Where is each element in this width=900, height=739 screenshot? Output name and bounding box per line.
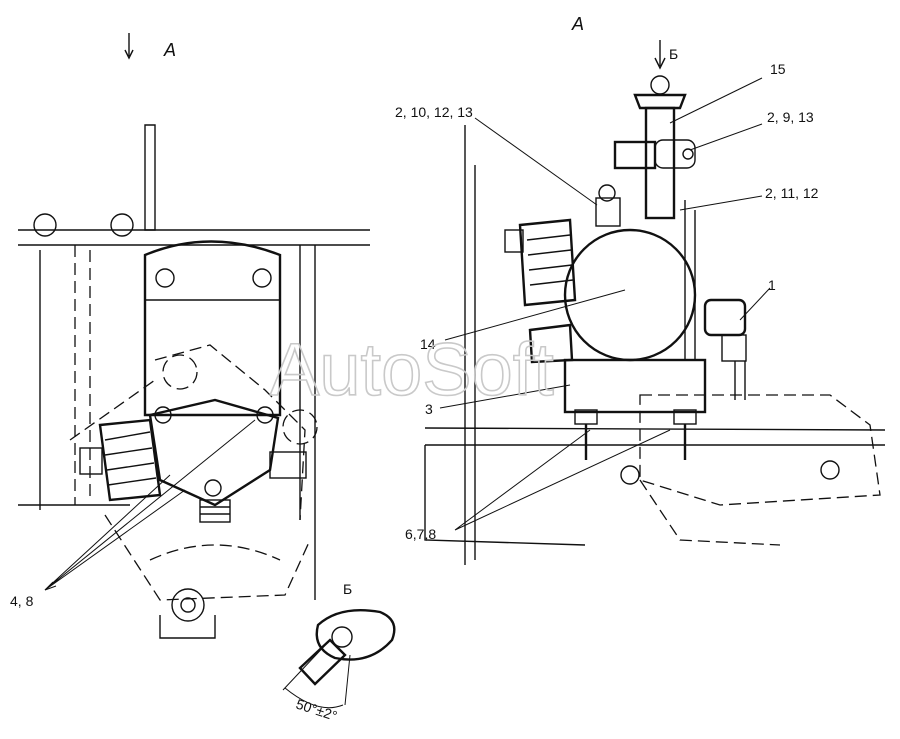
callout-1: 1 [768,277,776,293]
callout-2-11-12: 2, 11, 12 [765,185,819,201]
hidden-lower-mount [104,514,311,601]
detail-b-angle-arc [284,687,344,709]
elbow-fitting [703,298,747,337]
bolt-head-2 [252,268,272,288]
pipe [734,361,746,400]
leader-1 [739,287,771,321]
callout-14: 14 [420,336,436,352]
valve-port-right [269,451,307,479]
callout-15: 15 [770,61,786,77]
leader-14 [444,289,626,341]
frame-right-lines [299,245,316,600]
rivet-2 [110,213,134,237]
detail-b-angle-lines [282,639,351,706]
bolts [584,424,687,460]
hidden-boss-2 [282,409,318,445]
leader-4-8-arrow [44,581,57,591]
frame-hole-2 [620,465,640,485]
leader-2-9-13 [689,123,763,151]
callout-3: 3 [425,401,433,417]
flange-hole [682,148,694,160]
callout-6-7-8: 6,7,8 [405,526,436,542]
callout-2-10-12-13: 2, 10, 12, 13 [395,104,473,120]
lower-eye-hole [180,597,196,613]
valve-bolt-3 [204,479,222,497]
regulator-housing [518,218,577,307]
hidden-boss-1 [162,354,198,390]
side-fitting [613,140,657,170]
leader-3 [439,384,571,409]
fitting-flange [654,139,696,169]
watermark: AutoSoft [270,328,554,411]
frame-hole-1 [820,460,840,480]
bolt-head-1 [155,268,175,288]
leader-2-11-12 [679,195,763,211]
detail-b-angle-label: 50°±2° [294,696,339,724]
port-threads [200,506,230,515]
detail-b [282,609,396,709]
frame-bracket [144,124,156,231]
callout-2-9-13: 2, 9, 13 [767,109,814,125]
valve-stem [644,106,676,220]
hidden-lines-left [74,245,91,505]
regulator-knob [504,229,524,253]
leader-4-8 [44,419,256,591]
left-view [18,33,370,639]
detail-b-title: Б [343,581,352,597]
hidden-bracket-right [639,394,881,506]
valve-handle [633,93,687,110]
frame-vertical [464,125,476,565]
view-label-a-left: A [163,40,176,60]
drain-plug [595,197,621,227]
drain-plug-top [598,184,616,202]
hidden-arc [149,544,281,561]
regulator-cap [79,447,103,475]
mount-block [563,358,707,414]
valve-bolt-1 [154,406,172,424]
receiver-body [143,240,282,417]
valve-port-bottom [199,499,231,523]
view-arrow-left-head [124,49,134,60]
hidden-bracket [154,344,306,521]
detail-b-stem [298,638,347,686]
valve-handle-knob [650,75,670,95]
lower-fitting [528,323,574,364]
valve-bolt-2 [256,406,274,424]
regulator-ribs [526,234,574,286]
crossmember-top [424,427,886,446]
crossmember-left [424,445,586,546]
callout-4-8: 4, 8 [10,593,34,609]
detail-b-boss [331,626,353,648]
rivet-1 [33,213,57,237]
hidden-diagonal [69,379,156,441]
valve-regulator [98,418,162,502]
lower-eye [171,588,205,622]
right-view [424,40,886,565]
regulator-fins [104,431,157,486]
view-label-b: Б [669,46,678,62]
receiver-tank [563,228,697,362]
leader-6-7-8 [454,429,671,531]
leader-15 [669,77,763,124]
bracket-right [684,200,696,360]
hidden-lower [639,479,781,546]
view-label-a-right: A [571,14,584,34]
view-arrow-b-head [654,57,666,70]
detail-b-plate [315,609,396,661]
leader-2-10-12-13 [474,117,598,206]
elbow-nut [721,334,747,362]
lower-clamp [159,615,216,639]
